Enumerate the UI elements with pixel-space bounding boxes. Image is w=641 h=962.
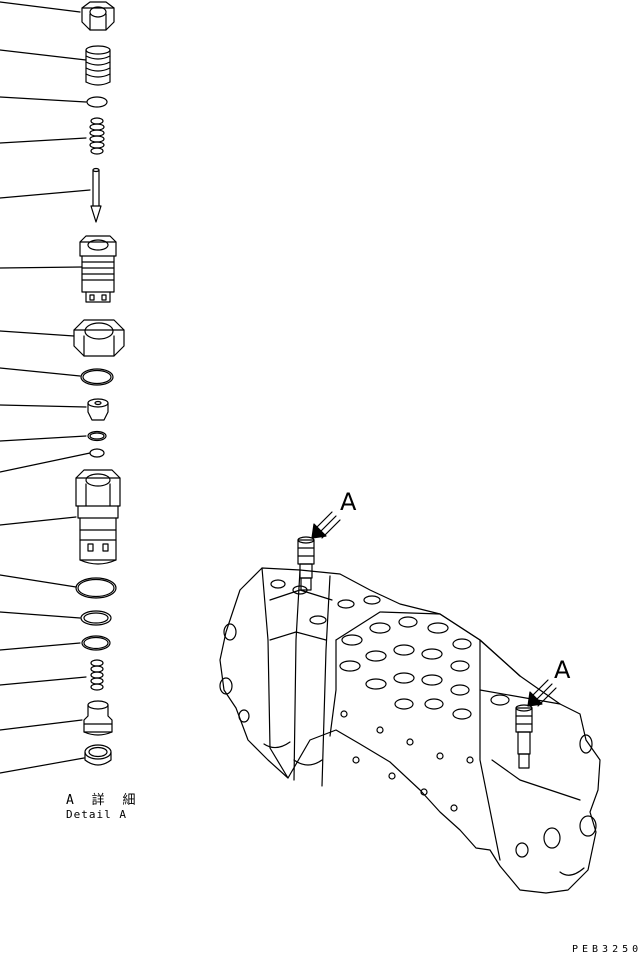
part-backup-ring [80,610,112,626]
part-hex-nut-large [73,319,125,357]
view-arrow-lower [527,679,557,707]
relief-valve-upper [297,536,315,591]
part-spring-small-lower [90,659,104,691]
detail-title-english: Detail A [66,808,127,821]
part-plug-sleeve [79,235,117,303]
part-needle-pin [90,167,102,223]
part-poppet-piston [83,700,113,736]
part-o-ring-mid [75,577,117,599]
part-o-ring-large-upper [80,368,114,386]
part-cap-plug [87,398,109,421]
control-valve-assembly [219,536,601,894]
part-valve-cartridge [75,469,121,565]
view-arrow-upper [311,511,341,539]
part-o-ring-lower [81,635,111,651]
drawing-code: PEB3250 [572,944,641,955]
leader-lines [0,1,91,774]
part-ring-tiny [89,448,105,458]
part-ball-small [86,96,108,108]
part-hex-nut-top [81,1,115,31]
view-callout-lower: A [554,656,571,684]
part-o-ring-small [87,430,107,442]
part-seat-ring [84,744,112,766]
part-spring-large [85,45,111,86]
detail-title-japanese: A 詳 細 [66,793,141,808]
relief-valve-lower [515,704,533,769]
view-callout-upper: A [340,488,357,516]
part-spring-small-upper [89,117,105,155]
